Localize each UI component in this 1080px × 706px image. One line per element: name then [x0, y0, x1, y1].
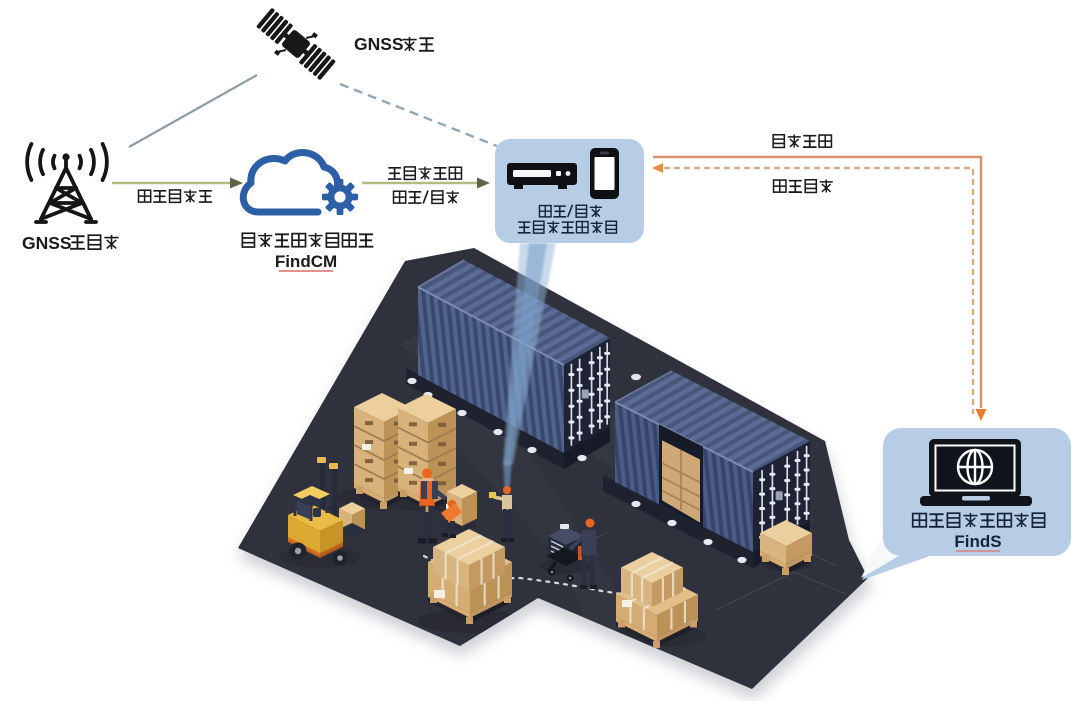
- svg-text:GNSS: GNSS: [354, 34, 404, 54]
- svg-text:FindS: FindS: [954, 532, 1001, 551]
- svg-text:GNSS: GNSS: [22, 233, 72, 253]
- svg-text:FindCM: FindCM: [275, 252, 337, 271]
